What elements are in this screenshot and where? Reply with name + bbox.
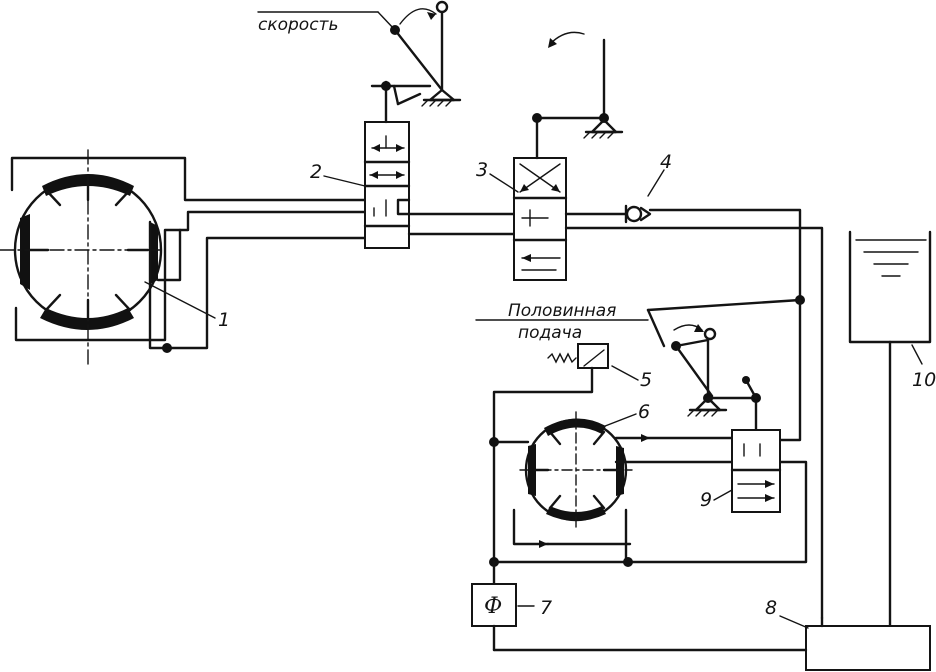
feed-circuit-pipes [489,298,808,567]
check-valve[interactable]: 4 [564,151,824,620]
motor-1-pipes [10,156,367,353]
filter: Ф 7 [471,560,808,652]
speed-label: скорость [258,15,338,35]
label-filter-7: 7 [540,597,552,619]
label-motor-1: 1 [218,309,230,331]
main-hydraulic-motor [0,149,163,366]
oil-tank: 8 [765,597,931,671]
label-distributor-3: 3 [476,159,488,181]
reverse-lever[interactable] [532,31,624,160]
label-2: 2 [310,161,366,187]
label-3: 3 [476,159,519,193]
label-1: 1 [144,281,230,331]
reservoir: 10 [848,230,936,628]
half-feed-label-line1: Половинная [508,301,616,321]
pipes-2-3 [396,198,516,236]
feed-hydraulic-motor: 6 [519,401,650,529]
label-check-valve-4: 4 [660,151,672,173]
label-tank-8: 8 [765,597,777,619]
label-feed-motor-6: 6 [638,401,650,423]
relief-valve[interactable]: 5 [492,343,652,444]
label-distributor-9: 9 [700,489,712,511]
label-reservoir-10: 10 [912,369,936,391]
feed-distributor[interactable]: 9 [700,429,782,513]
half-feed-label-line2: подача [518,323,582,343]
speed-distributor[interactable] [363,121,411,249]
label-distributor-2: 2 [310,161,322,183]
half-feed-control[interactable]: Половинная подача [475,298,802,432]
filter-symbol: Ф [484,594,502,619]
label-relief-valve-5: 5 [640,369,652,391]
speed-lever[interactable]: скорость [257,0,462,124]
reverse-distributor[interactable] [512,157,568,281]
